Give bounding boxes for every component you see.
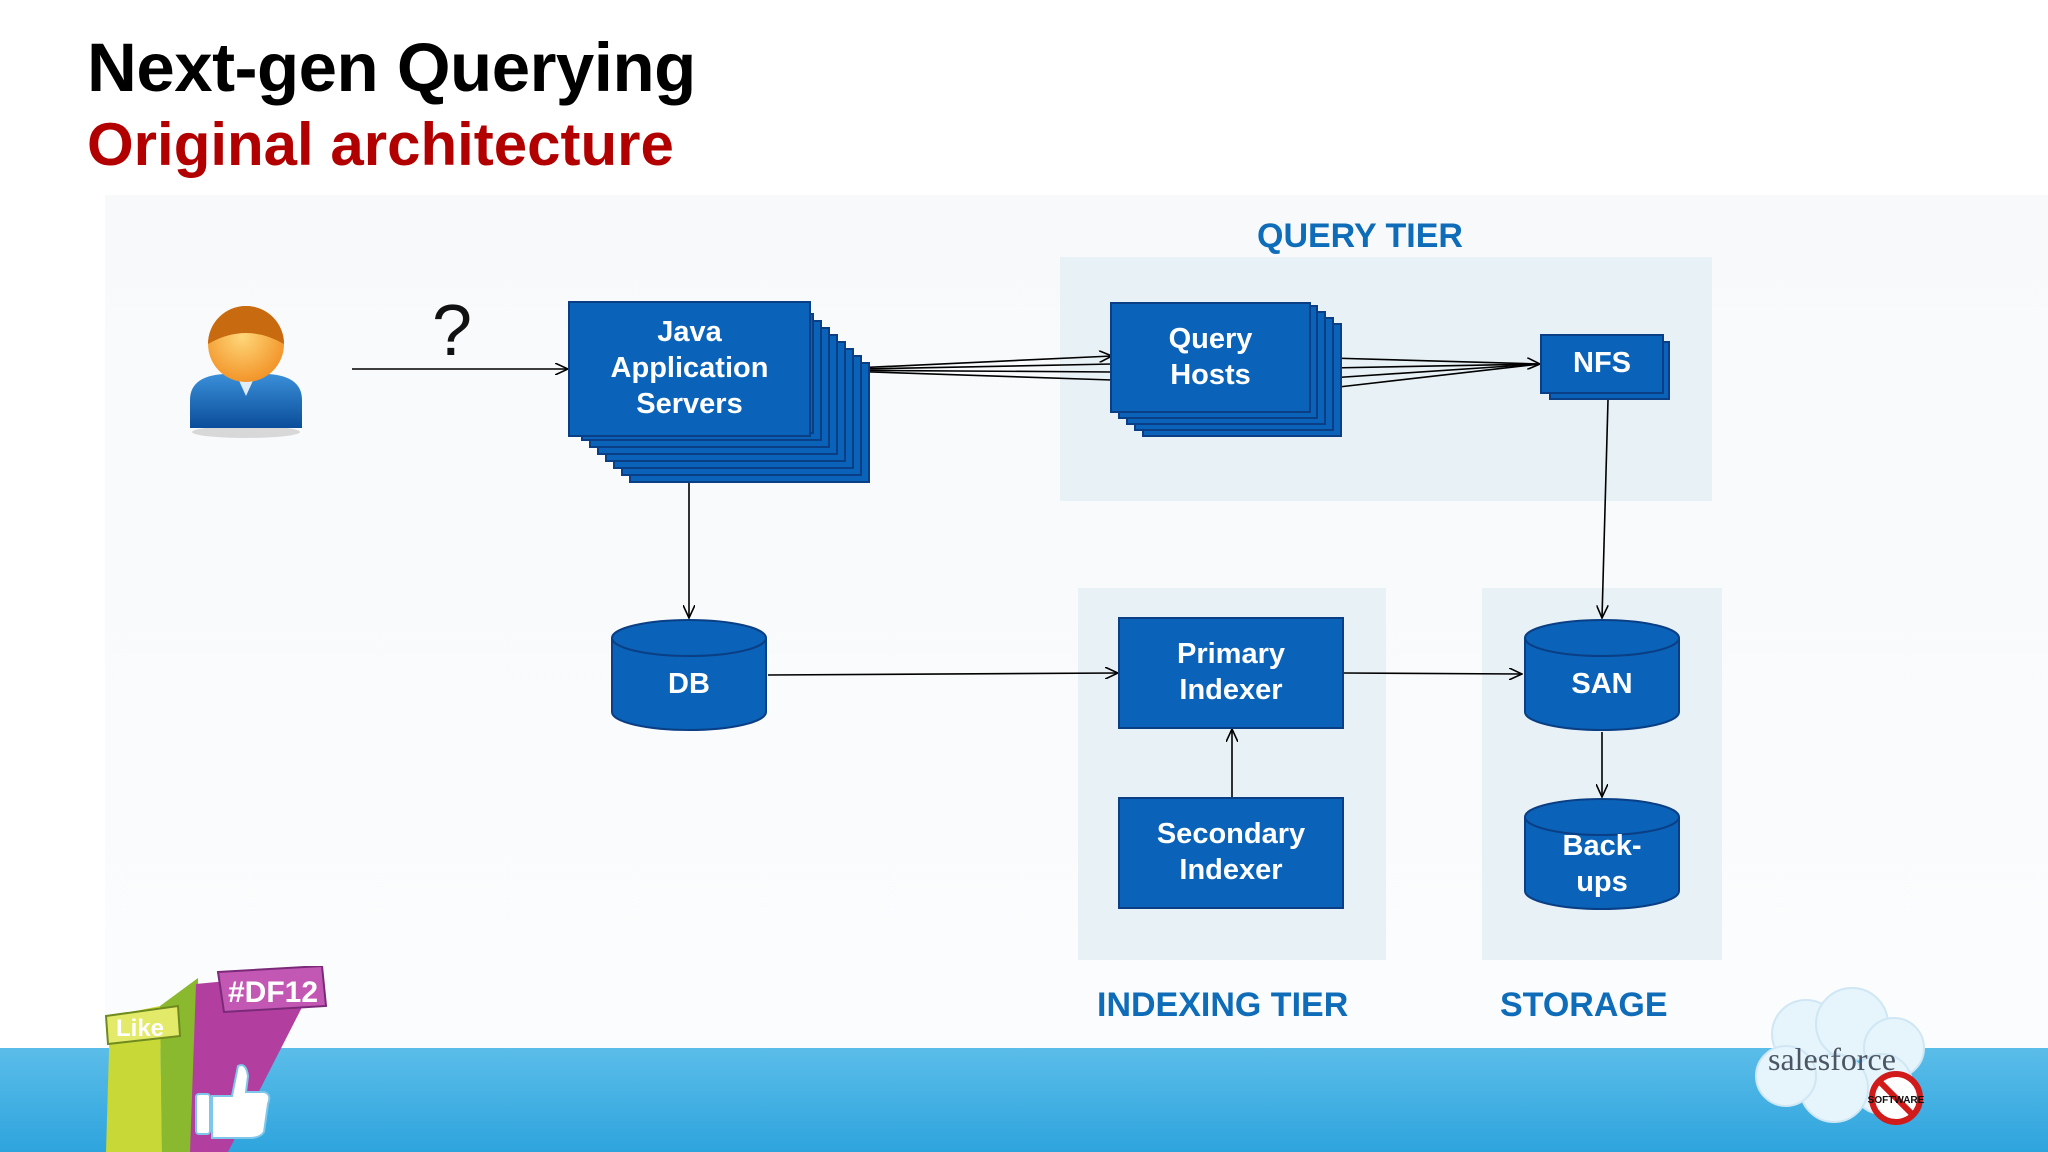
query-to-nfs-arrow-4: [1329, 363, 1541, 389]
salesforce-logo: salesforce SOFTWARE: [1755, 987, 1925, 1125]
query-to-nfs-arrow-3: [1329, 363, 1541, 379]
secondary-indexer-line-1: Secondary: [1156, 818, 1306, 851]
salesforce-text: salesforce: [1768, 1041, 1896, 1077]
footer-band: [0, 1048, 2048, 1152]
like-text: Like: [116, 1015, 164, 1042]
storage-tier-label: STORAGE: [1500, 986, 1668, 1024]
java-app-servers-box: Java Application Servers: [568, 301, 811, 437]
db-label: DB: [668, 668, 710, 700]
query-to-nfs-arrow-1: [1329, 357, 1540, 364]
query-hosts-line-2: Hosts: [1170, 358, 1251, 391]
backups-cylinder: [1524, 798, 1680, 910]
slide-title: Next-gen Querying: [87, 29, 696, 106]
primary-to-san-arrow: [1343, 673, 1522, 674]
thumbs-up-icon: [195, 1064, 271, 1139]
secondary-indexer-box: Secondary Indexer: [1118, 797, 1344, 909]
query-hosts-box: Query Hosts: [1110, 302, 1311, 413]
software-stamp-text: SOFTWARE: [1868, 1095, 1925, 1106]
backups-line-1: Back-: [1562, 830, 1642, 862]
san-cylinder: [1524, 619, 1680, 731]
nfs-box: NFS: [1540, 334, 1664, 394]
primary-indexer-line-1: Primary: [1176, 638, 1285, 671]
query-tier-label: QUERY TIER: [1257, 217, 1463, 255]
question-mark: ?: [432, 291, 473, 371]
backups-label: Back- ups: [1525, 829, 1679, 901]
db-cylinder: [611, 619, 767, 731]
indexing-tier-label: INDEXING TIER: [1097, 986, 1349, 1024]
hashtag-text: #DF12: [228, 976, 318, 1009]
backups-line-2: ups: [1576, 865, 1628, 898]
java-app-servers-line-3: Servers: [636, 387, 743, 420]
slide-subtitle: Original architecture: [87, 111, 674, 178]
java-app-servers-line-1: Java: [657, 316, 722, 349]
java-app-servers-line-2: Application: [610, 352, 769, 385]
user-icon: [190, 306, 302, 438]
nfs-to-san-arrow: [1602, 399, 1609, 618]
secondary-indexer-line-2: Indexer: [1179, 854, 1283, 886]
db-to-primary-arrow: [767, 673, 1118, 675]
primary-indexer-box: Primary Indexer: [1118, 617, 1344, 729]
query-hosts-line-1: Query: [1168, 322, 1253, 355]
no-software-icon: SOFTWARE: [1868, 1071, 1925, 1125]
df12-like-logo: #DF12 Like: [104, 966, 328, 1152]
san-label: SAN: [1571, 668, 1633, 700]
primary-indexer-line-2: Indexer: [1179, 674, 1283, 706]
query-to-nfs-arrow-2: [1329, 363, 1541, 369]
